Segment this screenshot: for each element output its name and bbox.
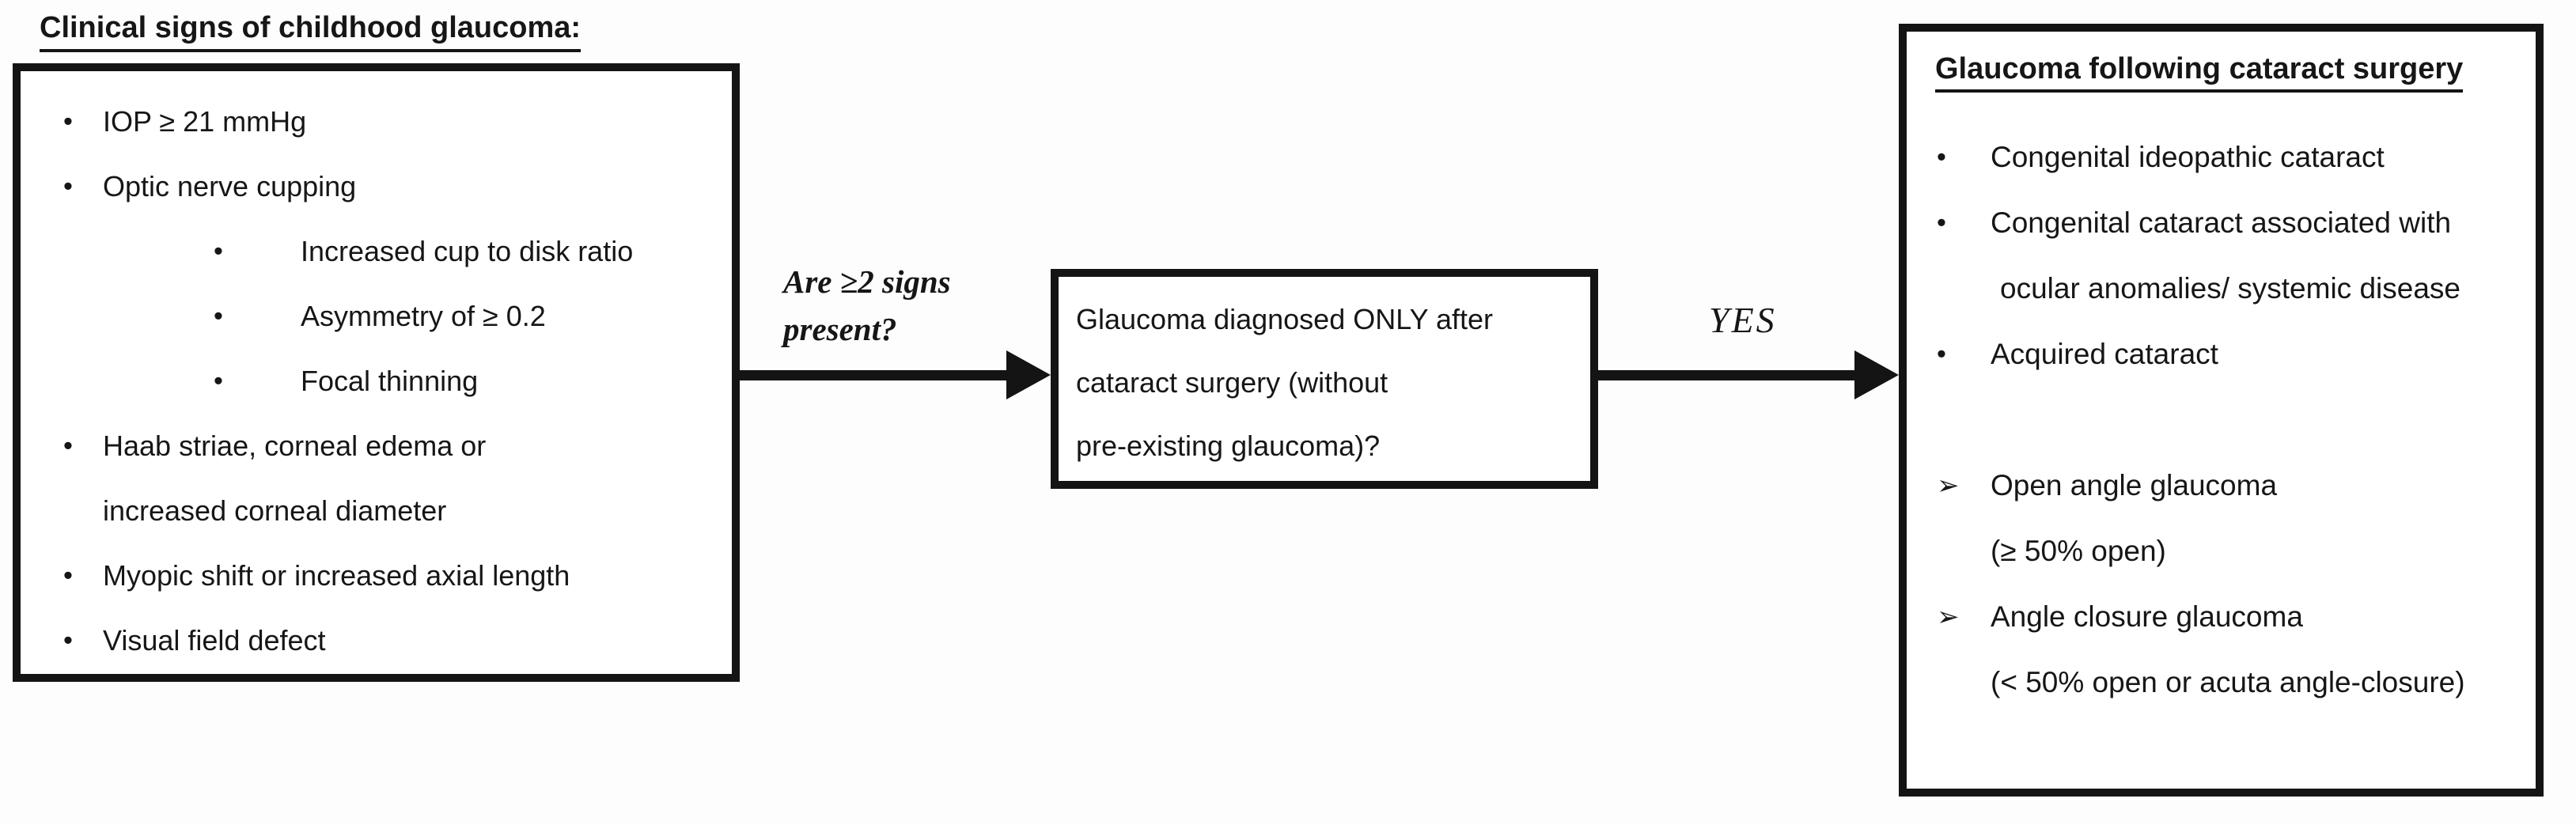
arrow-head-icon (1854, 350, 1899, 399)
arrow-bullet-icon: ➢ (1937, 470, 1960, 501)
outcome-box-title: Glaucoma following cataract surgery (1935, 52, 2464, 93)
yes-label: YES (1709, 300, 1777, 340)
list-item-text: Open angle glaucoma (1991, 468, 2278, 501)
list-item-text: ocular anomalies/ systemic disease (2000, 271, 2460, 305)
bullet-icon: • (1937, 142, 1946, 172)
page-title: Clinical signs of childhood glaucoma: (40, 11, 581, 52)
bullet-icon: • (63, 171, 73, 202)
yes-arrow (1598, 350, 1899, 399)
list-item: • Increased cup to disk ratio (21, 219, 732, 284)
list-spacer (1907, 387, 2536, 452)
question-label-line2: present? (783, 311, 897, 347)
arrow-head-icon (1006, 350, 1051, 399)
arrow-shaft (740, 369, 1006, 380)
bullet-icon: • (63, 560, 73, 591)
list-item-text: Increased cup to disk ratio (301, 235, 634, 267)
list-item: • Focal thinning (21, 349, 732, 414)
decision-text-line: Glaucoma diagnosed ONLY after (1076, 303, 1493, 335)
list-item: • Visual field defect (21, 608, 732, 673)
arrow-shaft (1598, 369, 1854, 380)
list-item: • Acquired cataract (1907, 321, 2536, 387)
bullet-icon: • (63, 430, 73, 461)
list-item-text: Angle closure glaucoma (1991, 600, 2303, 633)
list-item-continuation: (< 50% open or acuta angle-closure) (1907, 649, 2536, 715)
list-item-text: Visual field defect (103, 624, 326, 657)
bullet-icon: • (63, 625, 73, 656)
bullet-icon: • (214, 236, 223, 267)
list-item: • Congenital ideopathic cataract (1907, 124, 2536, 190)
arrow-bullet-icon: ➢ (1937, 601, 1960, 632)
list-item: • IOP ≥ 21 mmHg (21, 89, 732, 154)
list-item-text: increased corneal diameter (103, 494, 447, 527)
list-item-continuation: increased corneal diameter (21, 479, 732, 543)
question-label-line1: Are ≥2 signs (783, 263, 951, 300)
list-item-text: Acquired cataract (1991, 337, 2218, 370)
list-item-text: (≥ 50% open) (1991, 534, 2166, 567)
decision-text-line: pre-existing glaucoma)? (1076, 430, 1381, 462)
bullet-icon: • (1937, 207, 1946, 237)
list-item-text: Optic nerve cupping (103, 170, 357, 202)
list-item: ➢ Open angle glaucoma (1907, 452, 2536, 518)
bullet-icon: • (63, 106, 73, 137)
list-item: • Haab striae, corneal edema or (21, 414, 732, 479)
list-item-text: Asymmetry of ≥ 0.2 (301, 300, 546, 332)
list-item: ➢ Angle closure glaucoma (1907, 584, 2536, 649)
question-arrow (740, 350, 1051, 399)
decision-box: Glaucoma diagnosed ONLY after cataract s… (1051, 269, 1598, 489)
list-item-text: Congenital ideopathic cataract (1991, 140, 2385, 173)
list-item-text: Congenital cataract associated with (1991, 206, 2452, 239)
decision-text-line: cataract surgery (without (1076, 366, 1388, 399)
outcome-box: Glaucoma following cataract surgery • Co… (1899, 24, 2544, 797)
list-item: • Congenital cataract associated with (1907, 190, 2536, 255)
list-item-text: IOP ≥ 21 mmHg (103, 105, 307, 138)
bullet-icon: • (214, 301, 223, 331)
list-item: • Optic nerve cupping (21, 154, 732, 219)
list-item-text: Haab striae, corneal edema or (103, 430, 487, 462)
list-item-text: (< 50% open or acuta angle-closure) (1991, 665, 2465, 698)
list-item: • Asymmetry of ≥ 0.2 (21, 284, 732, 349)
question-label: Are ≥2 signs present? (783, 258, 951, 353)
list-item: • Myopic shift or increased axial length (21, 543, 732, 608)
bullet-icon: • (1937, 339, 1946, 369)
outcome-list: • Congenital ideopathic cataract • Conge… (1907, 124, 2536, 715)
list-item-continuation: (≥ 50% open) (1907, 518, 2536, 584)
list-item-text: Myopic shift or increased axial length (103, 559, 570, 592)
list-item-continuation: ocular anomalies/ systemic disease (1907, 255, 2536, 321)
list-item-text: Focal thinning (301, 365, 479, 397)
bullet-icon: • (214, 365, 223, 396)
clinical-signs-box: • IOP ≥ 21 mmHg • Optic nerve cupping • … (13, 63, 740, 682)
